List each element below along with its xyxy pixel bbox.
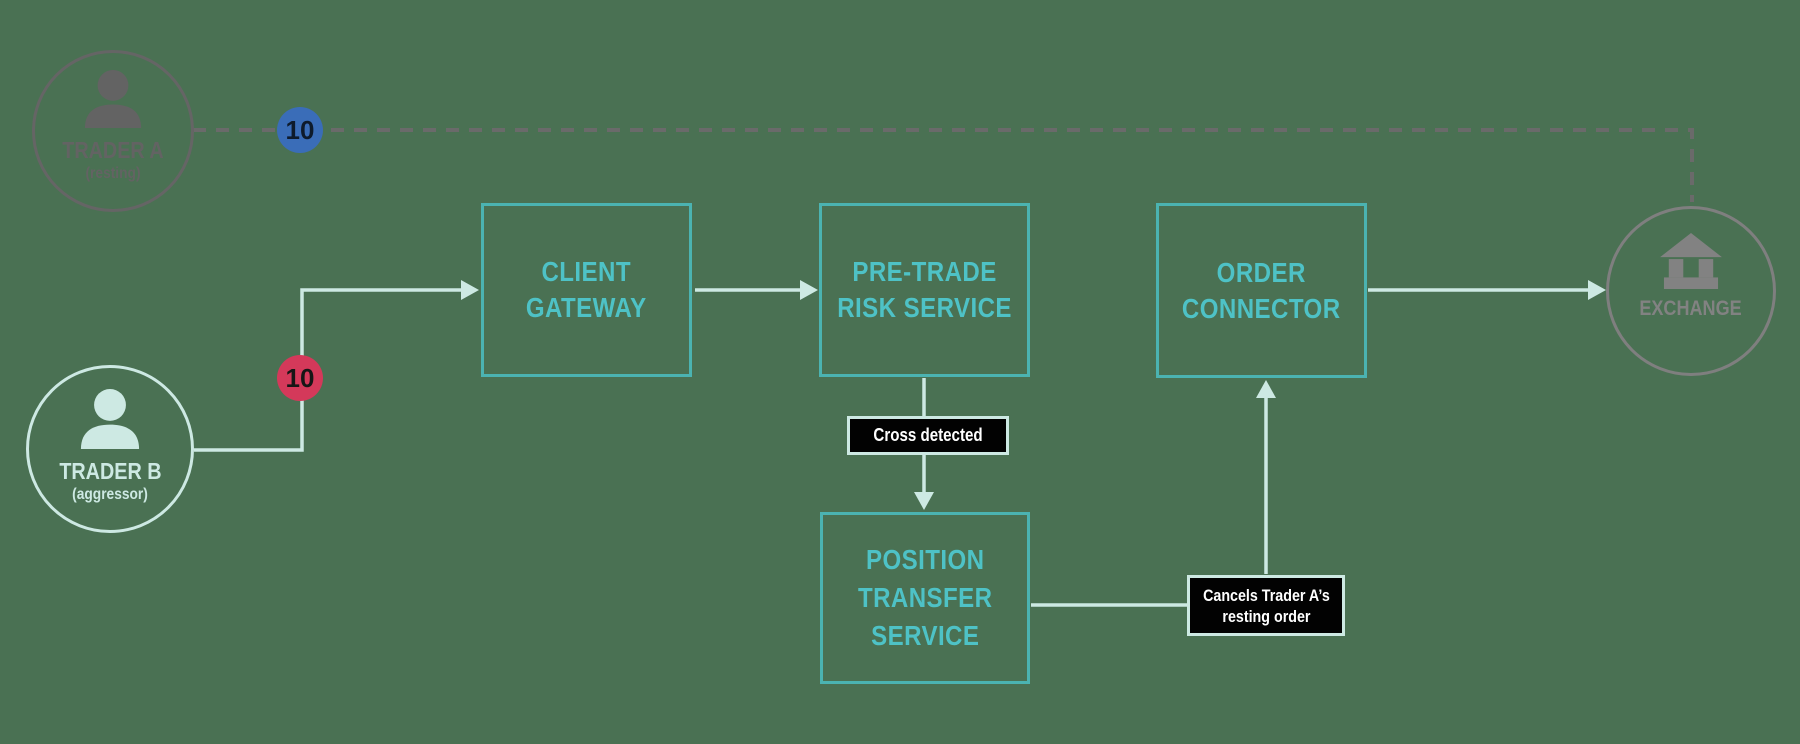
client-gateway-line1: CLIENT — [541, 256, 632, 287]
pre-trade-line2: RISK SERVICE — [837, 292, 1012, 323]
order-connector-label: ORDER CONNECTOR — [1182, 255, 1341, 327]
position-transfer-line1: POSITION — [865, 544, 985, 575]
cancel-resting-order-label: Cancels Trader A’s resting order — [1187, 575, 1345, 636]
flow-trader-a-to-exchange-dashed — [193, 128, 1694, 202]
position-transfer-line2: TRANSFER — [857, 582, 993, 613]
exchange-title: EXCHANGE — [1639, 297, 1743, 320]
trader-a-title: TRADER A — [62, 137, 164, 163]
node-trader-a: TRADER A (resting) — [32, 50, 194, 212]
arrowhead-into-position-transfer — [914, 492, 934, 510]
node-position-transfer-service: POSITION TRANSFER SERVICE — [820, 512, 1030, 684]
cross-detected-text: Cross detected — [873, 425, 983, 445]
node-trader-b: TRADER B (aggressor) — [26, 365, 194, 533]
position-transfer-label: POSITION TRANSFER SERVICE — [858, 541, 993, 655]
person-icon — [81, 70, 145, 128]
node-client-gateway: CLIENT GATEWAY — [481, 203, 692, 377]
arrowhead-into-pre-trade — [800, 280, 818, 300]
pre-trade-line1: PRE-TRADE — [852, 256, 997, 287]
cross-detected-label: Cross detected — [847, 416, 1009, 455]
trader-b-title: TRADER B — [58, 458, 162, 484]
cancel-note-line1: Cancels Trader A’s — [1202, 585, 1330, 605]
order-connector-line2: CONNECTOR — [1182, 292, 1341, 324]
badge-trader-b-order-qty: 10 — [277, 355, 323, 401]
bank-building-icon — [1660, 233, 1722, 289]
trader-b-subtitle: (aggressor) — [72, 486, 148, 503]
pre-trade-risk-label: PRE-TRADE RISK SERVICE — [837, 254, 1012, 326]
position-transfer-line3: SERVICE — [870, 620, 980, 651]
node-pre-trade-risk-service: PRE-TRADE RISK SERVICE — [819, 203, 1030, 377]
cancel-note-line2: resting order — [1221, 606, 1311, 626]
badge-trader-a-order-qty: 10 — [277, 107, 323, 153]
node-order-connector: ORDER CONNECTOR — [1156, 203, 1367, 378]
arrowhead-into-exchange — [1588, 280, 1606, 300]
flow-trader-b-to-client-gateway — [194, 288, 462, 452]
order-connector-line1: ORDER — [1216, 256, 1307, 288]
trader-a-subtitle: (resting) — [85, 165, 141, 182]
client-gateway-label: CLIENT GATEWAY — [526, 254, 647, 326]
arrowhead-into-client-gateway — [461, 280, 479, 300]
node-exchange: EXCHANGE — [1606, 206, 1776, 376]
person-icon — [77, 389, 143, 449]
client-gateway-line2: GATEWAY — [526, 292, 647, 323]
arrowhead-into-order-connector — [1256, 380, 1276, 398]
